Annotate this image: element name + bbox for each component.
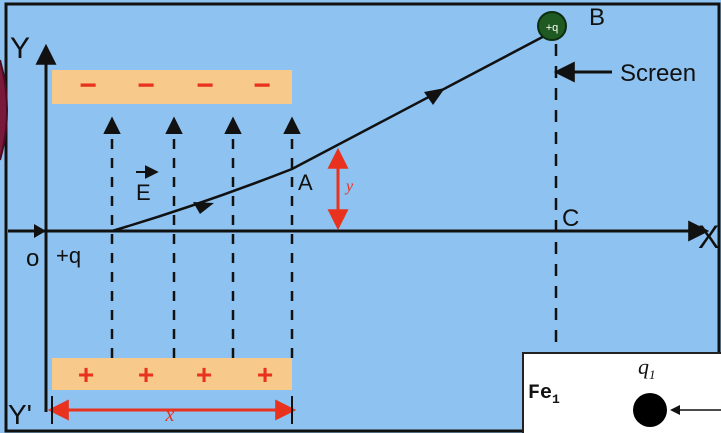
left-edge-accent (0, 59, 8, 161)
minus-sign: − (253, 69, 271, 102)
charge-label: +q (56, 243, 81, 268)
diagram-labels: Y Y' X o +q E A B C Screen (8, 4, 719, 430)
plus-sign: + (257, 359, 273, 390)
frame-border (4, 2, 721, 433)
minus-sign: − (196, 69, 214, 102)
force-label: Fe1 (528, 382, 560, 407)
trajectory (111, 30, 553, 233)
inset-charge-label: q1 (638, 354, 656, 382)
y-prime-axis-label: Y' (8, 399, 32, 430)
y-axis-label: Y (10, 32, 30, 65)
point-c-label: C (562, 205, 579, 232)
inset-charge (633, 393, 667, 427)
plus-sign: + (78, 359, 94, 390)
point-a-label: A (298, 170, 313, 195)
point-b-label: B (589, 4, 605, 31)
minus-sign: − (79, 69, 97, 102)
trajectory-arrow-icon (193, 202, 214, 214)
field-label: E (136, 180, 151, 205)
field-lines (103, 116, 301, 358)
force-inset-canvas: Fe1 q1 (528, 354, 721, 427)
deflection-label: y (344, 178, 354, 195)
particle-label: +q (546, 22, 559, 34)
plus-sign: + (138, 359, 154, 390)
inset-arrow-icon (670, 405, 680, 415)
positive-plate (52, 358, 292, 390)
positive-signs: + + + + (78, 359, 273, 390)
force-inset: Fe1 q1 (522, 352, 721, 433)
particle (537, 11, 567, 41)
screen-label: Screen (620, 60, 696, 87)
minus-sign: − (137, 69, 155, 102)
negative-plate (52, 70, 292, 104)
incoming-arrow-icon (34, 224, 46, 238)
plate-length-label: x (165, 404, 175, 426)
x-axis-label: X (698, 219, 719, 255)
plus-sign: + (196, 359, 212, 390)
negative-signs: − − − − (79, 69, 271, 102)
trajectory-arrow-icon (424, 88, 445, 105)
origin-label: o (26, 245, 39, 272)
